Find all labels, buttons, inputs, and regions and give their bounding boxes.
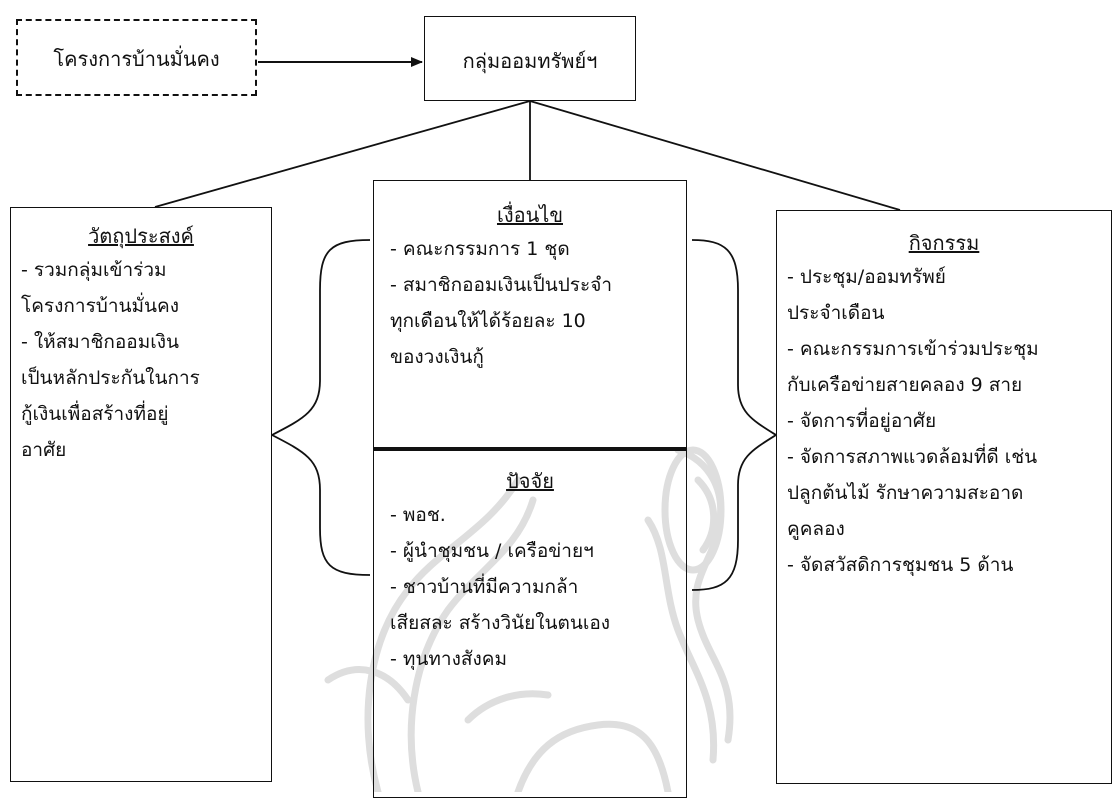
conditions-line: ทุกเดือนให้ได้ร้อยละ 10 (390, 310, 586, 332)
branch-line-left (154, 100, 531, 208)
right-brace (691, 239, 778, 591)
conditions-list: - คณะกรรมการ 1 ชุด - สมาชิกออมเงินเป็นปร… (390, 231, 686, 375)
activities-line: - ประชุม/ออมทรัพย์ (787, 266, 946, 288)
factors-line: - พอช. (390, 504, 446, 526)
activities-box: กิจกรรม - ประชุม/ออมทรัพย์ ประจำเดือน - … (776, 210, 1112, 784)
objectives-line: กู้เงินเพื่อสร้างที่อยู่ (21, 403, 169, 425)
activities-list: - ประชุม/ออมทรัพย์ ประจำเดือน - คณะกรรมก… (787, 259, 1111, 583)
factors-box: ปัจจัย - พอช. - ผู้นำชุมชน / เครือข่ายฯ … (373, 448, 687, 798)
factors-line: เสียสละ สร้างวินัยในตนเอง (390, 612, 611, 634)
objectives-list: - รวมกลุ่มเข้าร่วม โครงการบ้านมั่นคง - ใ… (21, 252, 271, 468)
savings-group-box: กลุ่มออมทรัพย์ฯ (424, 16, 636, 101)
activities-line: - คณะกรรมการเข้าร่วมประชุม (787, 338, 1039, 360)
factors-title: ปัจจัย (506, 469, 554, 493)
activities-line: - จัดการสภาพแวดล้อมที่ดี เช่น (787, 446, 1038, 468)
watermark-emblem (324, 446, 734, 792)
conditions-line: ของวงเงินกู้ (390, 346, 484, 368)
activities-line: - จัดการที่อยู่อาศัย (787, 410, 937, 432)
savings-group-label: กลุ่มออมทรัพย์ฯ (462, 49, 598, 73)
activities-line: กับเครือข่ายสายคลอง 9 สาย (787, 374, 1023, 396)
factors-line: - ชาวบ้านที่มีความกล้า (390, 576, 579, 598)
activities-line: ประจำเดือน (787, 302, 885, 324)
activities-title: กิจกรรม (908, 231, 980, 255)
branch-line-right (529, 100, 901, 211)
objectives-title: วัตถุประสงค์ (88, 224, 194, 248)
project-box: โครงการบ้านมั่นคง (16, 19, 257, 96)
conditions-line: - สมาชิกออมเงินเป็นประจำ (390, 274, 613, 296)
objectives-line: - ให้สมาชิกออมเงิน (21, 331, 179, 353)
objectives-line: โครงการบ้านมั่นคง (21, 295, 179, 317)
conditions-line: - คณะกรรมการ 1 ชุด (390, 238, 570, 260)
left-brace (270, 239, 371, 576)
factors-line: - ผู้นำชุมชน / เครือข่ายฯ (390, 540, 594, 562)
objectives-box: วัตถุประสงค์ - รวมกลุ่มเข้าร่วม โครงการบ… (10, 207, 272, 782)
factors-list: - พอช. - ผู้นำชุมชน / เครือข่ายฯ - ชาวบ้… (390, 497, 686, 677)
objectives-line: เป็นหลักประกันในการ (21, 367, 200, 389)
conditions-box: เงื่อนไข - คณะกรรมการ 1 ชุด - สมาชิกออมเ… (373, 180, 687, 448)
activities-line: คูคลอง (787, 518, 845, 540)
objectives-line: - รวมกลุ่มเข้าร่วม (21, 259, 167, 281)
objectives-line: อาศัย (21, 439, 67, 461)
project-label: โครงการบ้านมั่นคง (53, 47, 220, 71)
activities-line: ปลูกต้นไม้ รักษาความสะอาด (787, 482, 1024, 504)
factors-line: - ทุนทางสังคม (390, 648, 507, 670)
conditions-title: เงื่อนไข (496, 203, 563, 227)
activities-line: - จัดสวัสดิการชุมชน 5 ด้าน (787, 554, 1014, 576)
